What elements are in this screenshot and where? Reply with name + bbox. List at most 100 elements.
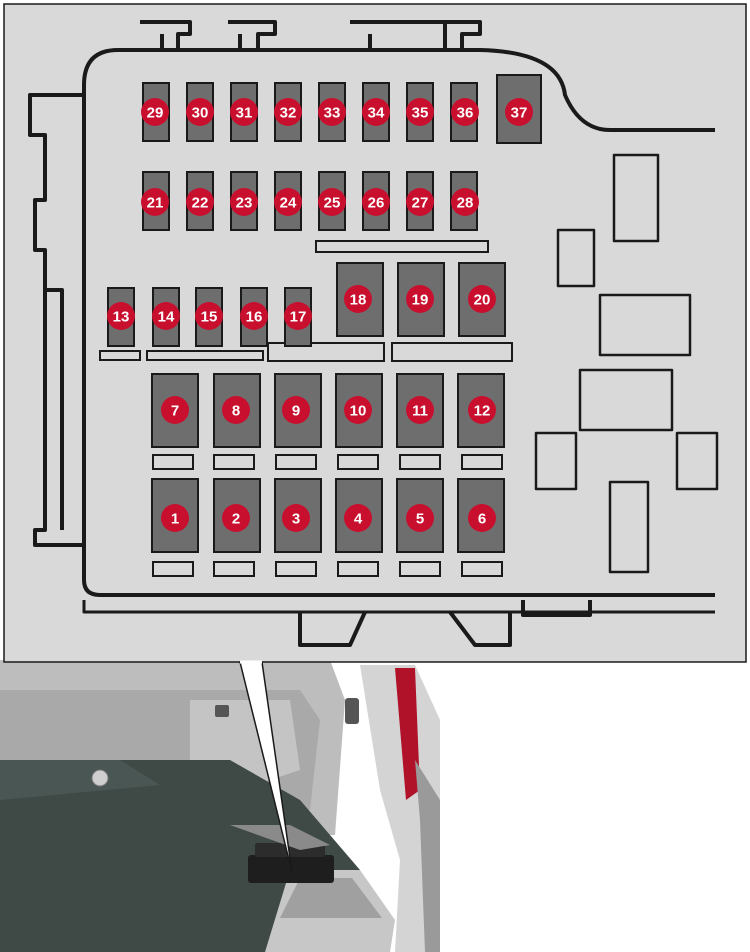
fuse-number-badge — [468, 285, 496, 313]
fuse-24: 24 — [274, 171, 302, 231]
fuse-number-label: 32 — [280, 105, 297, 122]
fuse-3: 3 — [274, 478, 322, 553]
fuse-number-badge — [161, 396, 189, 424]
fuse-number-badge — [152, 302, 180, 330]
fuse-number-label: 12 — [474, 403, 491, 420]
fuse-35: 35 — [406, 82, 434, 142]
fuse-number-label: 10 — [350, 403, 367, 420]
fuse-30: 30 — [186, 82, 214, 142]
fuse-25: 25 — [318, 171, 346, 231]
fuse-number-badge — [406, 504, 434, 532]
fuse-18: 18 — [336, 262, 384, 337]
fuse-number-badge — [222, 396, 250, 424]
fuse-number-label: 35 — [412, 105, 429, 122]
fuse-number-badge — [344, 504, 372, 532]
fuse-number-badge — [451, 98, 479, 126]
fuse-number-badge — [161, 504, 189, 532]
fuse-6: 6 — [457, 478, 505, 553]
fuse-number-badge — [186, 188, 214, 216]
fuse-number-label: 16 — [246, 309, 263, 326]
fuse-number-label: 36 — [457, 105, 474, 122]
fuse-16: 16 — [240, 287, 268, 347]
fuse-21: 21 — [141, 171, 170, 231]
fuse-number-badge — [107, 302, 135, 330]
fuse-number-label: 8 — [232, 403, 240, 420]
callout-pointer-icon — [239, 660, 293, 873]
fuse-number-label: 18 — [350, 292, 367, 309]
fuse-number-badge — [274, 98, 302, 126]
fuse-number-badge — [318, 98, 346, 126]
fuse-number-label: 20 — [474, 292, 491, 309]
fuse-number-badge — [406, 98, 434, 126]
fuse-number-badge — [282, 504, 310, 532]
fuse-37: 37 — [496, 74, 542, 144]
fuse-number-label: 31 — [236, 105, 253, 122]
fuse-10: 10 — [335, 373, 383, 448]
fuse-number-label: 1 — [171, 511, 179, 528]
fuse-number-label: 24 — [280, 195, 297, 212]
fuse-number-label: 34 — [368, 105, 385, 122]
fuse-number-badge — [468, 396, 496, 424]
fuse-15: 15 — [195, 287, 223, 347]
fuse-31: 31 — [230, 82, 258, 142]
fuse-number-badge — [362, 188, 390, 216]
fuse-number-badge — [141, 98, 169, 126]
fuse-number-badge — [282, 396, 310, 424]
fuse-number-badge — [274, 188, 302, 216]
fuse-5: 5 — [396, 478, 444, 553]
fuse-number-label: 5 — [416, 511, 424, 528]
fuse-27: 27 — [406, 171, 434, 231]
fuse-number-badge — [406, 396, 434, 424]
fuse-number-label: 13 — [113, 309, 130, 326]
fuse-12: 12 — [457, 373, 505, 448]
fuse-number-badge — [468, 504, 496, 532]
fuse-number-label: 25 — [324, 195, 341, 212]
fuse-number-label: 11 — [412, 403, 428, 420]
fuse-14: 14 — [152, 287, 180, 347]
fuse-36: 36 — [450, 82, 479, 142]
fuse-box-housing — [28, 20, 719, 647]
fuse-28: 28 — [450, 171, 479, 231]
fuse-number-badge — [344, 285, 372, 313]
fuse-number-label: 6 — [478, 511, 486, 528]
fuse-number-badge — [230, 188, 258, 216]
fuse-number-label: 17 — [290, 309, 307, 326]
fuse-number-badge — [406, 285, 434, 313]
fuse-number-badge — [222, 504, 250, 532]
fuse-number-badge — [344, 396, 372, 424]
fuse-number-badge — [318, 188, 346, 216]
fuse-number-badge — [230, 98, 258, 126]
car-cargo-area-illustration — [0, 660, 750, 952]
fuse-number-badge — [141, 188, 169, 216]
fuse-number-label: 21 — [147, 195, 164, 212]
fuse-sockets — [99, 240, 513, 577]
fuse-23: 23 — [230, 171, 258, 231]
fuse-number-label: 30 — [192, 105, 209, 122]
fuse-body — [335, 478, 383, 553]
fuse-20: 20 — [458, 262, 506, 337]
fuse-8: 8 — [213, 373, 261, 448]
fuse-number-label: 22 — [192, 195, 209, 212]
fuse-number-badge — [406, 188, 434, 216]
fuse-number-label: 26 — [368, 195, 385, 212]
fuse-7: 7 — [151, 373, 199, 448]
fuse-number-label: 4 — [354, 511, 363, 528]
fuse-32: 32 — [274, 82, 302, 142]
fuse-number-badge — [195, 302, 223, 330]
fuse-17: 17 — [284, 287, 312, 347]
fuse-number-label: 37 — [511, 105, 528, 122]
fuse-number-badge — [284, 302, 312, 330]
fuse-number-label: 2 — [232, 511, 240, 528]
fuse-number-label: 23 — [236, 195, 253, 212]
fuse-number-label: 3 — [292, 511, 300, 528]
fuse-number-label: 15 — [201, 309, 218, 326]
fuse-1: 1 — [151, 478, 199, 553]
fuse-34: 34 — [362, 82, 390, 142]
fuse-number-label: 14 — [158, 309, 175, 326]
fuse-33: 33 — [318, 82, 346, 142]
fuse-number-badge — [240, 302, 268, 330]
fuse-number-label: 28 — [457, 195, 474, 212]
fuse-number-badge — [362, 98, 390, 126]
